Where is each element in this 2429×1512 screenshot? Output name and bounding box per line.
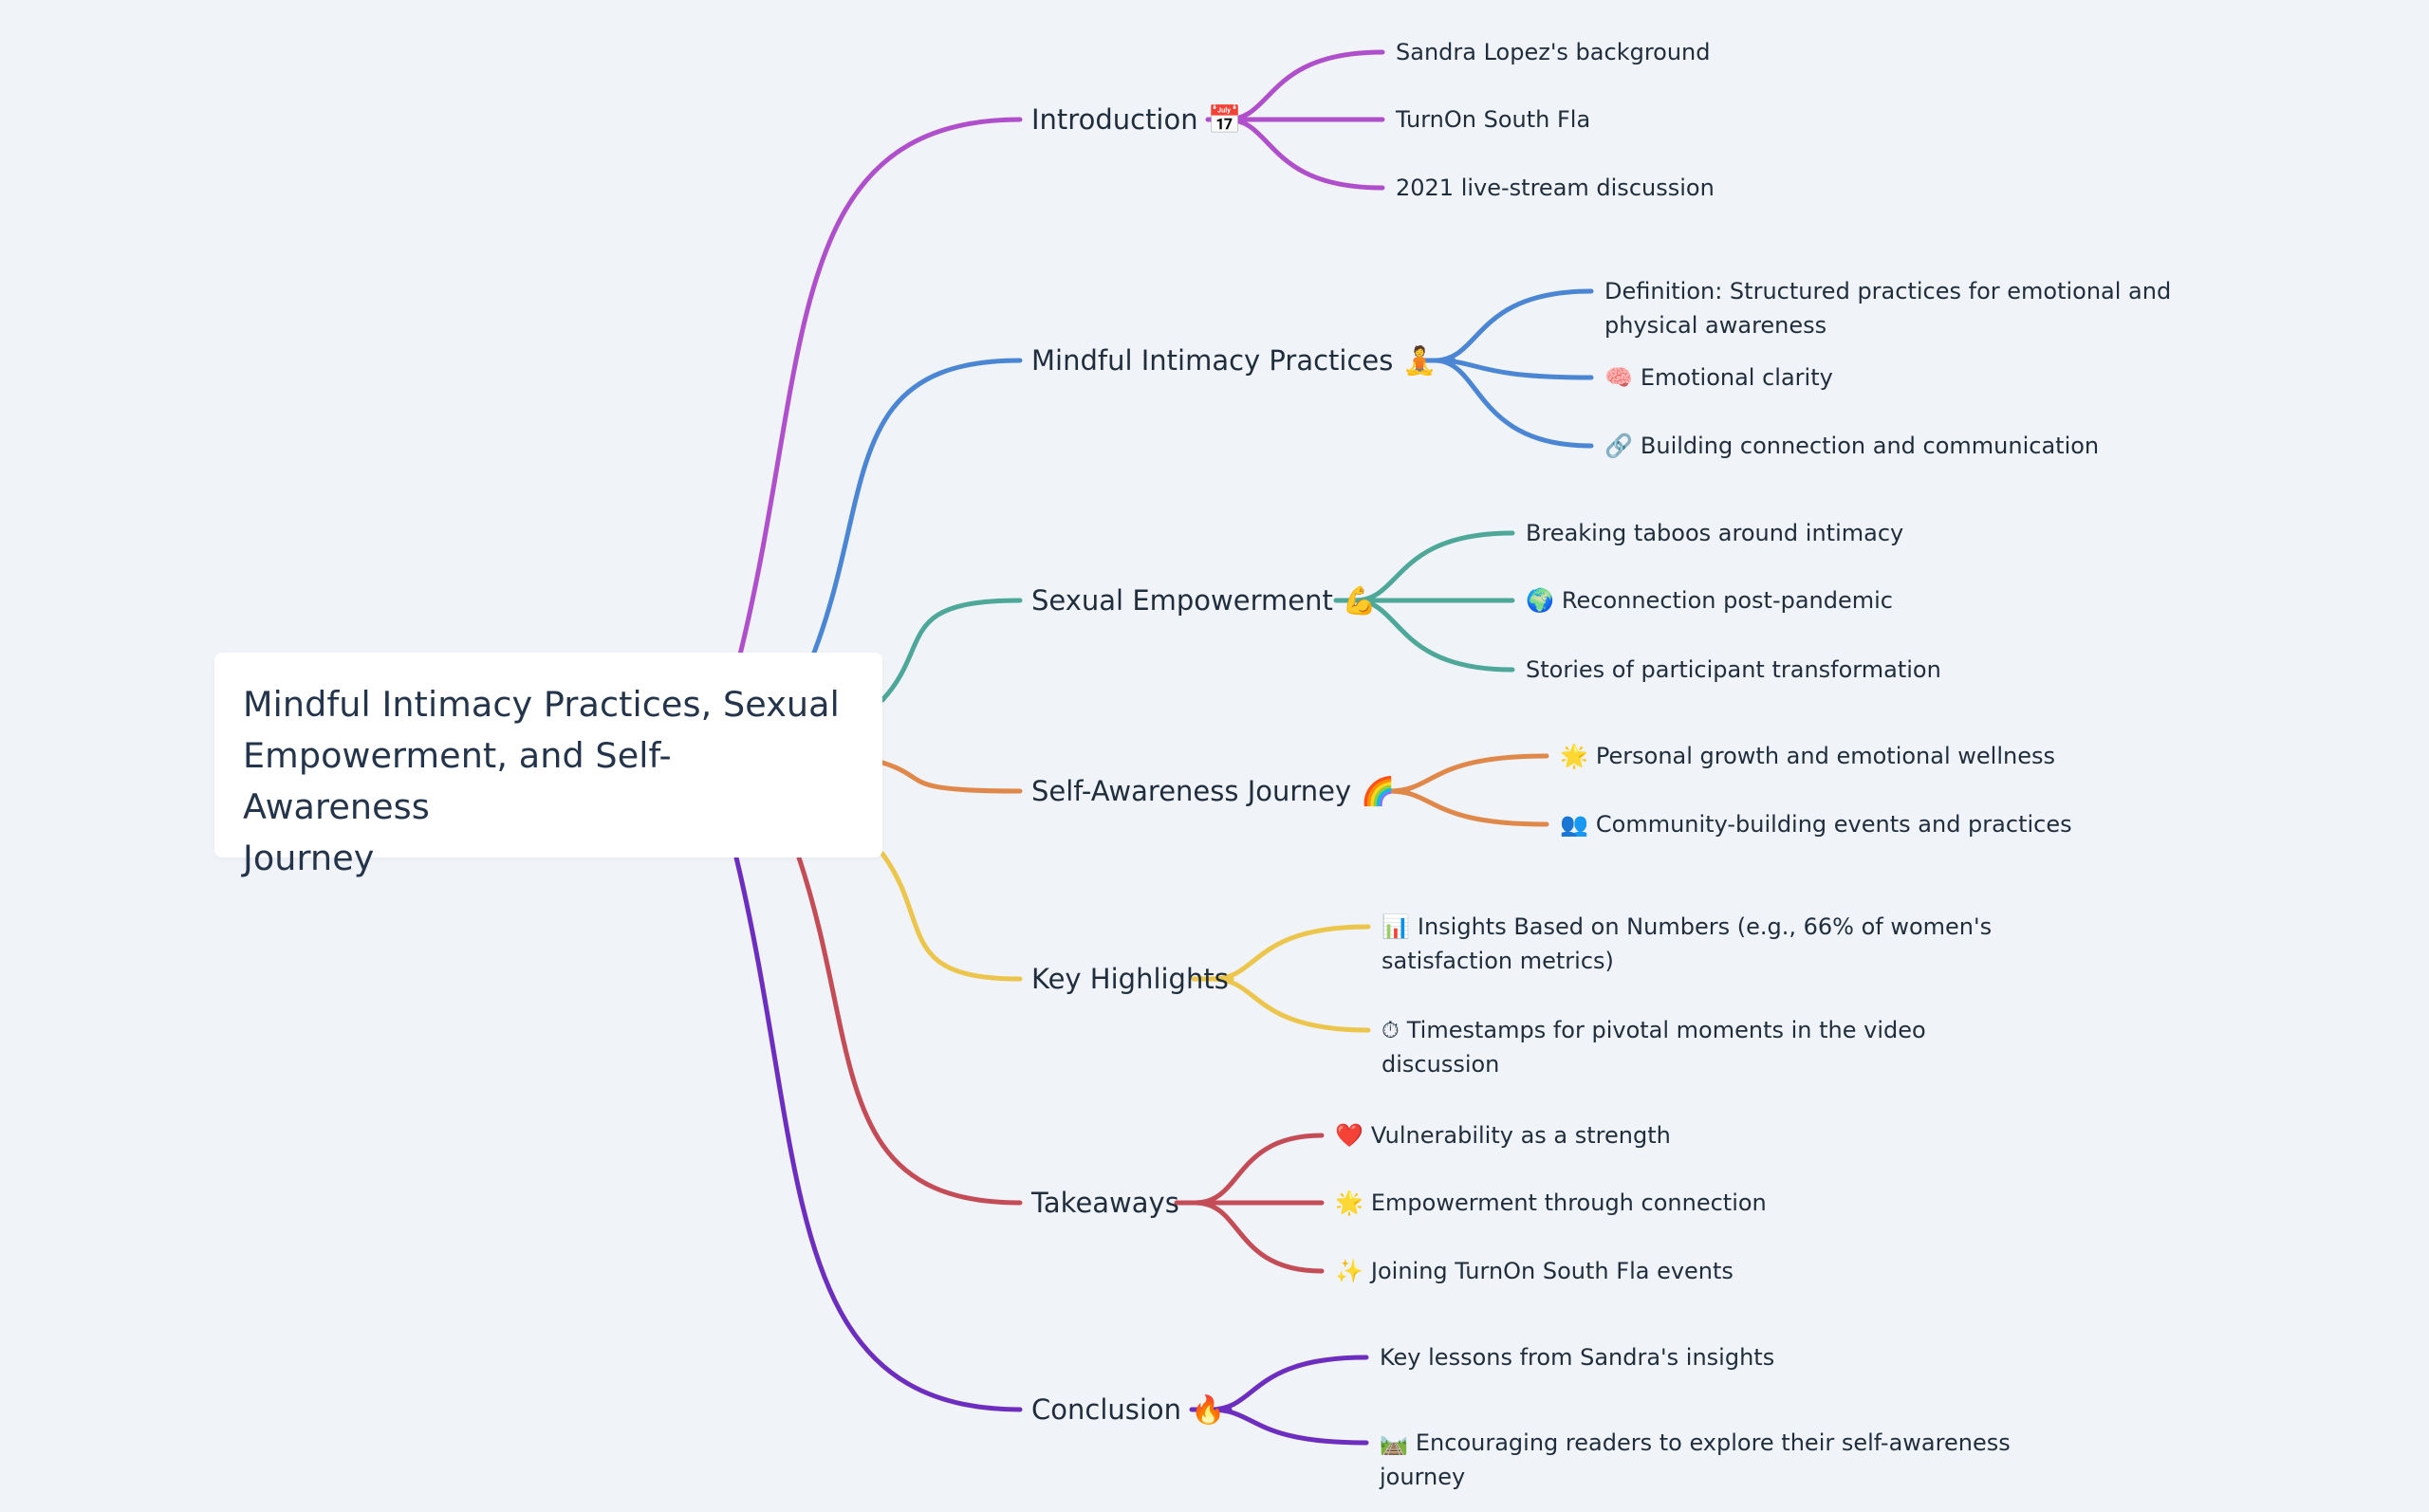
- leaf-emoji-icon: 📊: [1381, 913, 1410, 940]
- leaf-emoji-icon: 🌟: [1560, 743, 1588, 769]
- leaf-text: Community-building events and practices: [1595, 811, 2072, 838]
- topic-sexual-empowerment[interactable]: Sexual Empowerment 💪: [1031, 579, 1377, 622]
- leaf-text: journey: [1380, 1464, 1466, 1490]
- connector-line: [1432, 288, 1594, 363]
- central-topic-node[interactable]: Mindful Intimacy Practices, Sexual Empow…: [214, 653, 882, 878]
- topic-emoji-icon: 📅: [1207, 103, 1242, 136]
- leaf-emoji-icon: 🧠: [1604, 364, 1633, 391]
- leaf-sexual-empowerment-3[interactable]: Stories of participant transformation: [1526, 653, 1941, 687]
- leaf-text: TurnOn South Fla: [1396, 106, 1591, 133]
- topic-label: Sexual Empowerment: [1031, 584, 1333, 617]
- leaf-emoji-icon: ❤️: [1335, 1122, 1363, 1149]
- topic-mindful-intimacy[interactable]: Mindful Intimacy Practices🧘: [1031, 339, 1437, 382]
- connector-line: [1210, 924, 1371, 982]
- topic-conclusion[interactable]: Conclusion 🔥: [1031, 1388, 1225, 1431]
- connector-line: [811, 358, 1023, 655]
- topic-emoji-icon: 🧘: [1402, 344, 1437, 377]
- leaf-takeaways-3[interactable]: ✨ Joining TurnOn South Fla events: [1335, 1254, 1734, 1288]
- leaf-self-awareness-1[interactable]: 🌟 Personal growth and emotional wellness: [1560, 739, 2055, 773]
- leaf-text: Reconnection post-pandemic: [1561, 587, 1894, 614]
- leaf-self-awareness-2[interactable]: 👥 Community-building events and practices: [1560, 807, 2072, 841]
- connector-line: [733, 855, 1023, 1412]
- leaf-emoji-icon: 👥: [1560, 811, 1588, 838]
- connector-line: [1386, 788, 1549, 827]
- leaf-text: Empowerment through connection: [1370, 1189, 1767, 1216]
- connector-line: [880, 851, 1023, 982]
- connector-line: [737, 117, 1023, 657]
- connector-line: [880, 760, 1023, 794]
- leaf-key-highlights-1[interactable]: 📊 Insights Based on Numbers (e.g., 66% of…: [1381, 910, 1992, 978]
- leaf-key-highlights-2[interactable]: ⏱Timestamps for pivotal moments in the v…: [1381, 1013, 1926, 1081]
- leaf-text: Emotional clarity: [1640, 364, 1833, 391]
- connector-line: [1432, 358, 1594, 449]
- topic-self-awareness[interactable]: Self-Awareness Journey 🌈: [1031, 769, 1395, 813]
- leaf-text: Encouraging readers to explore their sel…: [1415, 1429, 2011, 1456]
- leaf-introduction-1[interactable]: Sandra Lopez's background: [1396, 35, 1711, 69]
- topic-label: Takeaways: [1031, 1187, 1179, 1219]
- leaf-emoji-icon: 🌟: [1335, 1189, 1363, 1216]
- leaf-mindful-intimacy-1[interactable]: Definition: Structured practices for emo…: [1604, 274, 2171, 342]
- leaf-introduction-3[interactable]: 2021 live-stream discussion: [1396, 171, 1715, 205]
- topic-emoji-icon: 🔥: [1191, 1393, 1226, 1426]
- leaf-text: Timestamps for pivotal moments in the vi…: [1406, 1017, 1926, 1043]
- topic-introduction[interactable]: Introduction 📅: [1031, 98, 1242, 141]
- topic-label: Conclusion: [1031, 1393, 1182, 1426]
- topic-takeaways[interactable]: Takeaways: [1031, 1181, 1179, 1225]
- leaf-text: Stories of participant transformation: [1526, 656, 1941, 683]
- topic-label: Introduction: [1031, 103, 1198, 136]
- leaf-text: 2021 live-stream discussion: [1396, 175, 1715, 201]
- topic-emoji-icon: 🌈: [1361, 775, 1396, 807]
- connector-line: [1208, 1355, 1369, 1412]
- leaf-mindful-intimacy-2[interactable]: 🧠 Emotional clarity: [1604, 360, 1833, 395]
- leaf-text: Building connection and communication: [1640, 433, 2100, 459]
- central-topic-line-3: Journey: [243, 838, 375, 878]
- leaf-sexual-empowerment-2[interactable]: 🌍 Reconnection post-pandemic: [1526, 583, 1893, 618]
- leaf-text: Breaking taboos around intimacy: [1526, 520, 1904, 546]
- leaf-text: Sandra Lopez's background: [1396, 39, 1711, 65]
- leaf-text: Joining TurnOn South Fla events: [1370, 1258, 1734, 1284]
- central-topic-line-2: Empowerment, and Self-Awareness: [243, 735, 672, 827]
- leaf-text: Definition: Structured practices for emo…: [1604, 278, 2172, 304]
- leaf-text: Key lessons from Sandra's insights: [1380, 1344, 1775, 1371]
- leaf-text: satisfaction metrics): [1381, 948, 1614, 974]
- connector-line: [1386, 753, 1549, 794]
- leaf-text: Vulnerability as a strength: [1370, 1122, 1671, 1149]
- connector-line: [1193, 1133, 1325, 1206]
- leaf-emoji-icon: ⏱: [1381, 1017, 1400, 1043]
- leaf-takeaways-2[interactable]: 🌟 Empowerment through connection: [1335, 1186, 1767, 1220]
- topic-label: Key Highlights: [1031, 963, 1229, 995]
- leaf-conclusion-1[interactable]: Key lessons from Sandra's insights: [1380, 1340, 1774, 1374]
- connector-line: [880, 598, 1023, 703]
- connector-line: [1193, 1200, 1325, 1274]
- topic-label: Mindful Intimacy Practices: [1031, 344, 1394, 377]
- topic-emoji-icon: 💪: [1342, 584, 1377, 617]
- leaf-text: physical awareness: [1604, 312, 1827, 339]
- leaf-takeaways-1[interactable]: ❤️ Vulnerability as a strength: [1335, 1118, 1671, 1152]
- topic-label: Self-Awareness Journey: [1031, 775, 1352, 807]
- connector-line: [1224, 117, 1385, 191]
- leaf-sexual-empowerment-1[interactable]: Breaking taboos around intimacy: [1526, 516, 1903, 550]
- connector-line: [1352, 598, 1515, 673]
- connector-line: [1224, 49, 1385, 122]
- connector-line: [1208, 1407, 1369, 1446]
- connector-line: [796, 855, 1023, 1206]
- leaf-mindful-intimacy-3[interactable]: 🔗 Building connection and communication: [1604, 429, 2099, 463]
- leaf-emoji-icon: 🔗: [1604, 433, 1633, 459]
- topic-key-highlights[interactable]: Key Highlights: [1031, 957, 1229, 1001]
- connector-line: [1210, 976, 1371, 1033]
- leaf-text: Personal growth and emotional wellness: [1595, 743, 2055, 769]
- leaf-emoji-icon: 🛤️: [1380, 1429, 1408, 1456]
- leaf-introduction-2[interactable]: TurnOn South Fla: [1396, 102, 1590, 137]
- leaf-emoji-icon: ✨: [1335, 1258, 1363, 1284]
- leaf-conclusion-2[interactable]: 🛤️ Encouraging readers to explore their s…: [1380, 1426, 2011, 1494]
- leaf-text: discussion: [1381, 1051, 1500, 1078]
- connector-line: [1352, 530, 1515, 603]
- leaf-text: Insights Based on Numbers (e.g., 66% of …: [1417, 913, 1993, 940]
- leaf-emoji-icon: 🌍: [1526, 587, 1554, 614]
- central-topic-line-1: Mindful Intimacy Practices, Sexual: [243, 684, 840, 725]
